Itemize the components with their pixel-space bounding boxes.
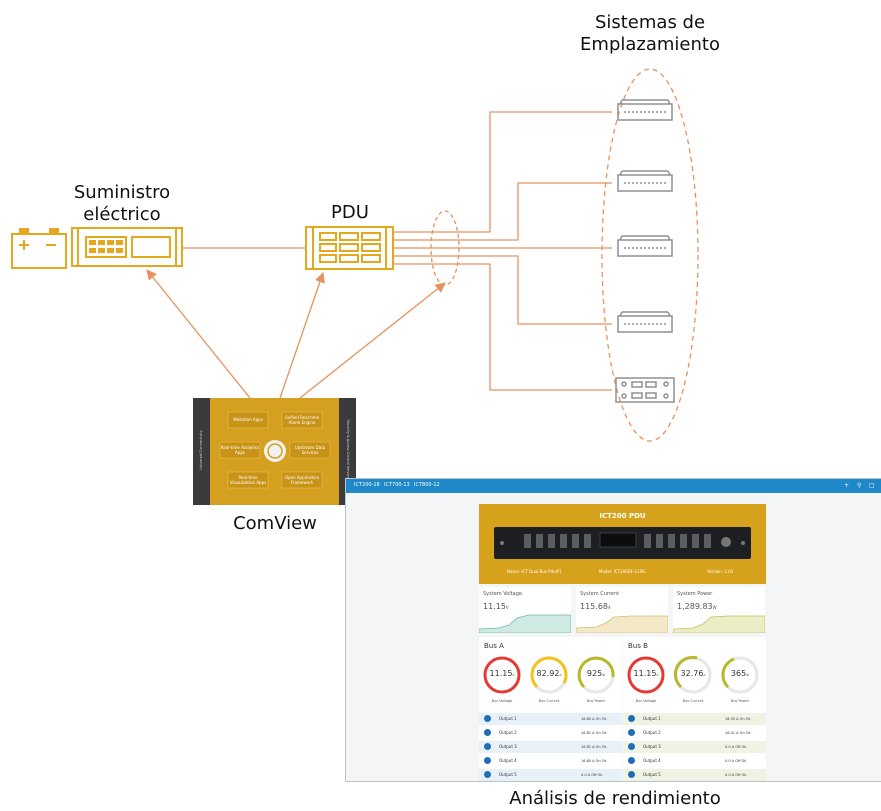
power-supply-rack-icon	[71, 227, 183, 267]
power-sparkline	[673, 615, 765, 633]
stat-card-current: System Current 115.68A	[576, 587, 668, 633]
output-icon	[484, 743, 491, 750]
output-icon	[484, 757, 491, 764]
bus-a-panel: Bus A 11.15V Bus Voltage 82.92A Bus Curr…	[479, 637, 622, 781]
app-top-bar: ICT200-18 ICT700-13 ICT800-12 + ⚲ □	[346, 479, 881, 493]
pdu-card-title: ICT200 PDU	[599, 512, 646, 520]
stat-card-voltage: System Voltage 11.15V	[479, 587, 571, 633]
chat-icon[interactable]: □	[869, 482, 875, 489]
stat-value: 115.68A	[580, 602, 611, 611]
stat-card-power: System Power 1,289.83W	[673, 587, 765, 633]
stat-label: System Power	[677, 591, 713, 597]
output-icon	[628, 729, 635, 736]
gauge-bus-voltage: 11.15V Bus Voltage	[626, 655, 666, 703]
stat-label: System Voltage	[483, 591, 522, 597]
pdu-photo	[494, 527, 751, 559]
tab-ict200[interactable]: ICT200-18	[354, 482, 380, 488]
pdu-name: Name: ICT Dual Bus Pdu#1	[507, 569, 562, 574]
site-systems-label: Sistemas de Emplazamiento	[580, 12, 720, 55]
site-rack-unit-icon	[617, 235, 673, 257]
stat-value: 1,289.83W	[677, 602, 717, 611]
bus-title: Bus A	[484, 642, 504, 650]
pdu-model: Model: ICT200DF-12IRC	[599, 569, 647, 574]
comview-module-label: Unified Real-time Alarm Engine	[284, 415, 320, 425]
site-switch-unit-icon	[615, 377, 675, 403]
site-rack-unit-icon	[617, 99, 673, 121]
output-icon	[484, 729, 491, 736]
output-icon	[628, 743, 635, 750]
tab-ict700[interactable]: ICT700-13	[384, 482, 410, 488]
power-supply-label: Suministro eléctrico	[73, 182, 171, 225]
performance-label: Análisis de rendimiento	[509, 788, 721, 809]
gauge-bus-current: 82.92A Bus Current	[529, 655, 569, 703]
output-icon	[628, 757, 635, 764]
pdu-summary-card: ICT200 PDU Name: ICT Dual Bus Pdu#1 Mode…	[479, 504, 766, 584]
site-rack-unit-icon	[617, 170, 673, 192]
site-systems-outline	[601, 68, 699, 442]
gauge-bus-current: 32.76A Bus Current	[673, 655, 713, 703]
comview-module-label: Real-time Visualization Apps	[229, 475, 267, 485]
site-rack-unit-icon	[617, 311, 673, 333]
comview-device	[193, 398, 356, 505]
pdu-version: Version: 2.03	[707, 569, 734, 574]
output-icon	[484, 715, 491, 722]
comview-side-label-left: Universal Connectivity	[199, 430, 203, 470]
output-icon	[628, 715, 635, 722]
output-icon	[484, 771, 491, 778]
bus-b-panel: Bus B 11.15V Bus Voltage 32.76A Bus Curr…	[623, 637, 766, 781]
plus-icon[interactable]: +	[844, 482, 850, 489]
gauge-bus-voltage: 11.15V Bus Voltage	[482, 655, 522, 703]
stat-label: System Current	[580, 591, 620, 597]
gauge-bus-power: 365W Bus Power	[720, 655, 760, 703]
pdu-device-icon	[305, 226, 394, 270]
voltage-sparkline	[479, 614, 571, 633]
gauge-bus-power: 925W Bus Power	[576, 655, 616, 703]
comview-module-label: Real-time Analytics Apps	[220, 445, 260, 455]
tab-ict800[interactable]: ICT800-12	[414, 482, 440, 488]
output-icon	[628, 771, 635, 778]
bus-title: Bus B	[628, 642, 648, 650]
search-icon[interactable]: ⚲	[857, 482, 862, 489]
comview-module-label: Webstion Apps	[233, 417, 263, 422]
stat-value: 11.15V	[483, 602, 509, 611]
comview-label: ComView	[233, 513, 317, 534]
comview-side-label-right: Security & Access Control Services	[346, 419, 350, 481]
comview-module-label: Open Application Framework	[284, 475, 320, 485]
current-sparkline	[576, 615, 668, 633]
battery-icon	[11, 228, 67, 269]
pdu-label: PDU	[331, 202, 369, 223]
performance-screenshot: ICT200-18 ICT700-13 ICT800-12 + ⚲ □ ICT2…	[345, 478, 881, 782]
comview-module-label: Upstream Data Services	[294, 445, 326, 455]
